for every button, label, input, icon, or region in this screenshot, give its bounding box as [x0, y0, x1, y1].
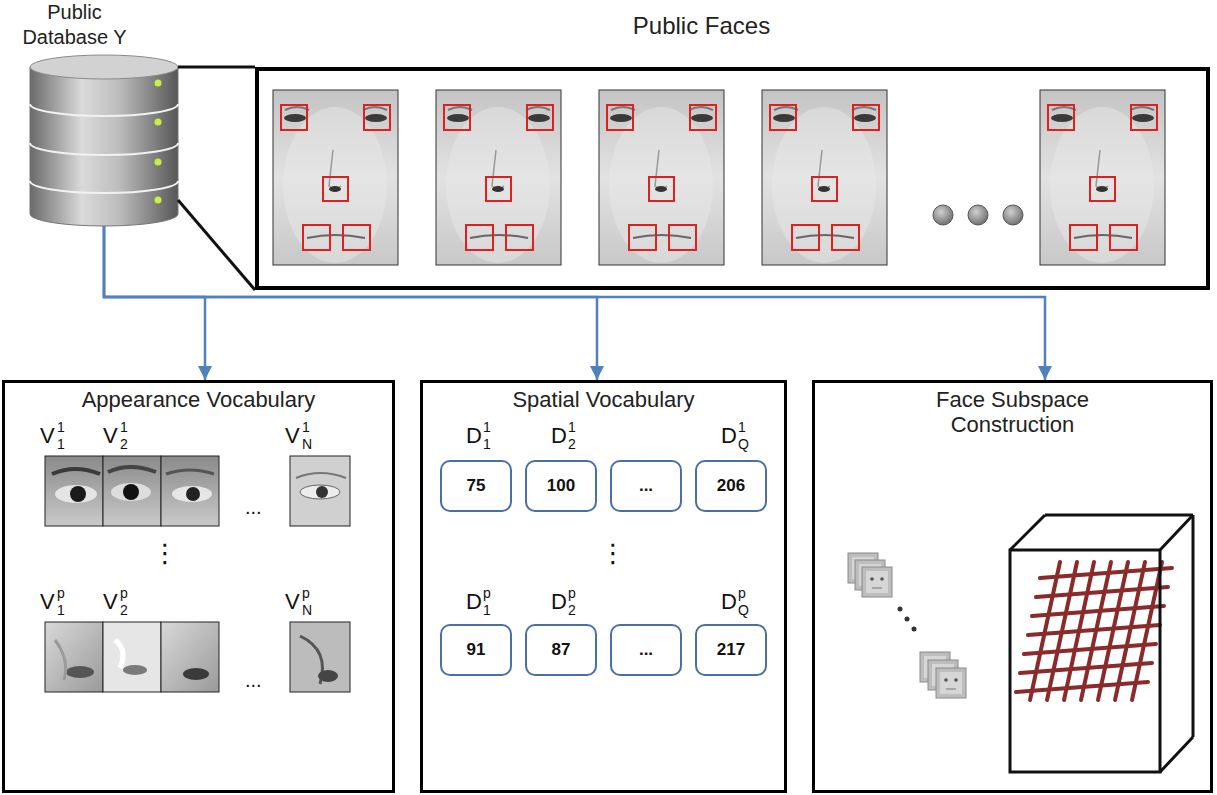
- symbol-label: 1: [302, 419, 310, 435]
- panel-title: Face Subspace Construction: [915, 387, 1110, 437]
- symbol-label: ⋮: [600, 538, 626, 568]
- symbol-label: ⋮: [152, 538, 178, 568]
- flow-arrow: [104, 226, 1052, 380]
- symbol-label: 1: [738, 419, 746, 435]
- value-box: 75: [440, 460, 512, 512]
- symbol-label: p: [120, 585, 128, 601]
- arrow-head: [198, 366, 212, 380]
- symbol-label: 2: [120, 602, 128, 618]
- symbol-label: D: [721, 590, 737, 614]
- symbol-label: 2: [120, 436, 128, 452]
- symbol-label: D: [721, 424, 737, 448]
- faces-panel: Public Faces: [255, 67, 1210, 290]
- arrow-head: [590, 366, 604, 380]
- value-box: 100: [525, 460, 597, 512]
- symbol-label: 1: [483, 436, 491, 452]
- symbol-label: 2: [568, 436, 576, 452]
- symbol-label: 2: [568, 602, 576, 618]
- symbol-label: 1: [57, 602, 65, 618]
- symbol-label: Q: [738, 602, 749, 618]
- symbol-label: D: [551, 424, 567, 448]
- connector-line: [178, 66, 255, 69]
- symbol-label: ...: [245, 495, 262, 519]
- value-number: ...: [639, 640, 653, 660]
- symbol-label: p: [57, 585, 65, 601]
- value-box: ...: [610, 624, 682, 676]
- symbol-label: 1: [57, 436, 65, 452]
- flow-arrow: [104, 226, 212, 380]
- value-box: ...: [610, 460, 682, 512]
- connector-line: [104, 226, 1045, 380]
- symbol-label: p: [483, 585, 491, 601]
- symbol-label: D: [466, 590, 482, 614]
- symbol-label: V: [285, 424, 300, 448]
- value-number: 217: [717, 640, 745, 660]
- value-number: 100: [547, 476, 575, 496]
- symbol-label: 1: [57, 419, 65, 435]
- panel-title: Appearance Vocabulary: [5, 387, 392, 412]
- symbol-label: p: [302, 585, 310, 601]
- symbol-label: p: [568, 585, 576, 601]
- symbol-label: 1: [120, 419, 128, 435]
- value-number: 206: [717, 476, 745, 496]
- symbol-label: 1: [483, 602, 491, 618]
- zoom-line: [178, 200, 255, 290]
- value-number: 75: [467, 476, 486, 496]
- subspace-panel: Face Subspace Construction: [812, 380, 1213, 793]
- panel-title: Spatial Vocabulary: [423, 387, 784, 412]
- value-number: 91: [467, 640, 486, 660]
- symbol-label: Q: [738, 436, 749, 452]
- symbol-label: ...: [245, 668, 262, 692]
- arrow-head: [1038, 366, 1052, 380]
- database-cylinder: Public Database Y: [28, 0, 180, 226]
- value-box: 217: [695, 624, 767, 676]
- symbol-label: D: [466, 424, 482, 448]
- symbol-label: 1: [483, 419, 491, 435]
- symbol-label: D: [551, 590, 567, 614]
- value-box: 91: [440, 624, 512, 676]
- panel-title: Public Faces: [524, 13, 879, 38]
- symbol-label: N: [302, 436, 312, 452]
- connector-line: [104, 226, 597, 380]
- symbol-label: V: [103, 590, 118, 614]
- value-box: 206: [695, 460, 767, 512]
- symbol-label: p: [738, 585, 746, 601]
- connector-line: [104, 226, 205, 380]
- symbol-label: V: [40, 424, 55, 448]
- value-number: ...: [639, 476, 653, 496]
- flow-arrow: [104, 226, 604, 380]
- value-box: 87: [525, 624, 597, 676]
- symbol-label: V: [40, 590, 55, 614]
- symbol-label: N: [302, 602, 312, 618]
- symbol-label: 1: [568, 419, 576, 435]
- value-number: 87: [552, 640, 571, 660]
- panel-title: Public Database Y: [12, 0, 137, 50]
- symbol-label: V: [103, 424, 118, 448]
- symbol-label: V: [285, 590, 300, 614]
- connector-line: [178, 200, 255, 290]
- zoom-line: [178, 67, 255, 68]
